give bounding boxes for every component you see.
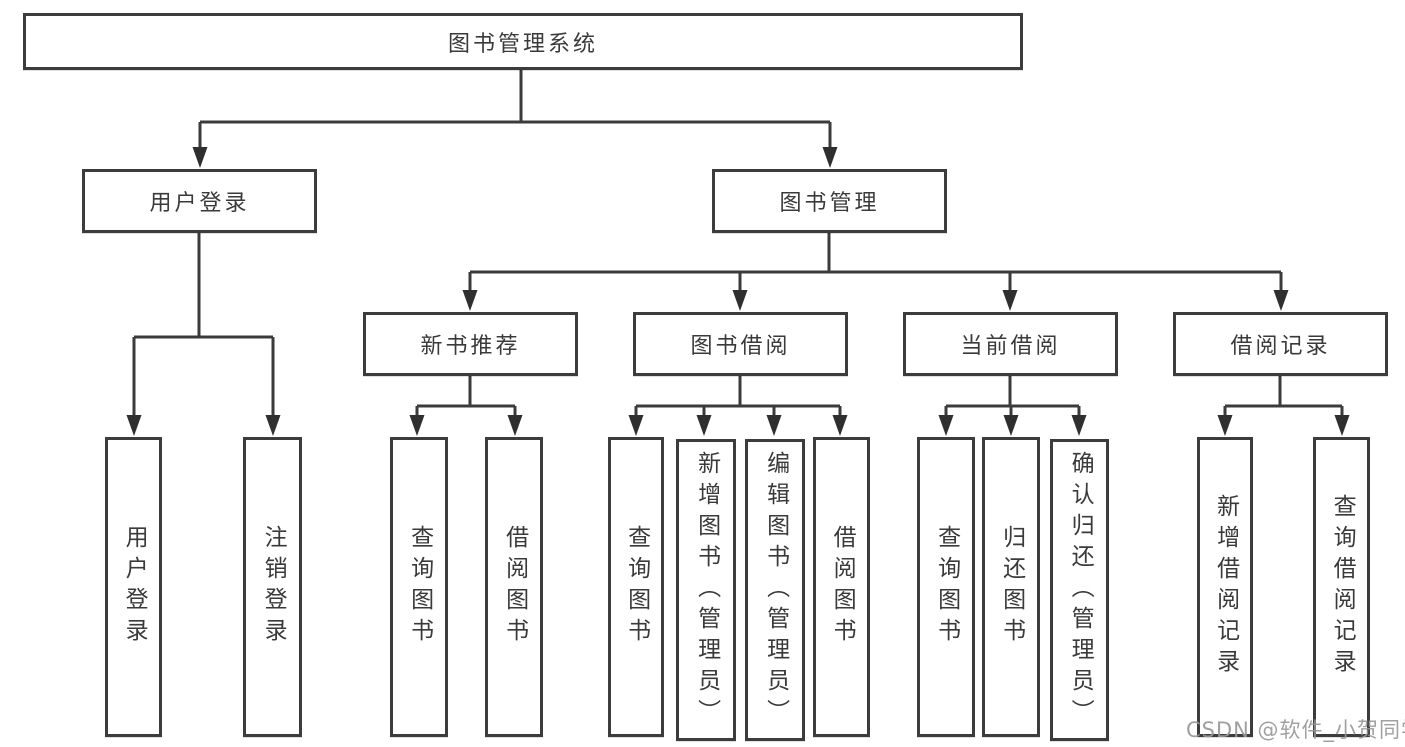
leaf-borrowing-query-books: 查询图书 [608,437,664,737]
node-library-system-label: 图书管理系统 [447,31,598,57]
leaf-recommend-query-books: 查询图书 [390,437,448,737]
leaf-logout: 注销登录 [243,437,302,737]
node-borrowing-records: 借阅记录 [1173,312,1388,376]
leaf-edit-books-admin: 编辑图书（管理员） [745,439,805,741]
leaf-add-books-admin: 新增图书（管理员） [676,439,736,741]
leaf-user-login: 用户登录 [105,437,162,737]
leaf-confirm-return-admin-label: 确认归还（管理员） [1067,450,1094,730]
leaf-return-books-label: 归还图书 [998,525,1025,649]
leaf-recommend-borrow-books-label: 借阅图书 [501,525,528,649]
node-book-borrowing-label: 图书借阅 [690,334,791,359]
leaf-recommend-borrow-books: 借阅图书 [485,437,543,737]
leaf-recommend-query-books-label: 查询图书 [406,525,433,649]
leaf-query-borrow-record-label: 查询借阅记录 [1329,494,1356,680]
node-current-borrowing: 当前借阅 [903,312,1118,376]
leaf-add-books-admin-label: 新增图书（管理员） [693,450,720,730]
node-borrowing-records-label: 借阅记录 [1230,334,1331,359]
node-user-login-label: 用户登录 [149,191,250,216]
node-current-borrowing-label: 当前借阅 [960,334,1061,359]
node-book-borrowing: 图书借阅 [633,312,848,376]
node-new-book-recommend-label: 新书推荐 [420,334,521,359]
leaf-current-query-books: 查询图书 [917,437,975,737]
node-new-book-recommend: 新书推荐 [363,312,578,376]
leaf-add-borrow-record: 新增借阅记录 [1197,437,1253,737]
leaf-logout-label: 注销登录 [260,525,287,649]
leaf-confirm-return-admin: 确认归还（管理员） [1050,439,1109,741]
leaf-user-login-label: 用户登录 [121,525,148,649]
leaf-borrowing-query-books-label: 查询图书 [623,525,650,649]
node-library-system: 图书管理系统 [23,13,1023,70]
leaf-query-borrow-record: 查询借阅记录 [1313,437,1370,737]
node-book-management-label: 图书管理 [779,191,880,216]
leaf-current-query-books-label: 查询图书 [933,525,960,649]
leaf-add-borrow-record-label: 新增借阅记录 [1212,494,1239,680]
leaf-edit-books-admin-label: 编辑图书（管理员） [762,450,789,730]
node-book-management: 图书管理 [712,169,947,233]
leaf-return-books: 归还图书 [982,437,1040,737]
leaf-borrowing-borrow-books: 借阅图书 [813,437,870,737]
leaf-borrowing-borrow-books-label: 借阅图书 [829,525,856,649]
csdn-watermark: CSDN @软件_小贺同学 [1186,718,1405,742]
node-user-login: 用户登录 [82,169,317,233]
